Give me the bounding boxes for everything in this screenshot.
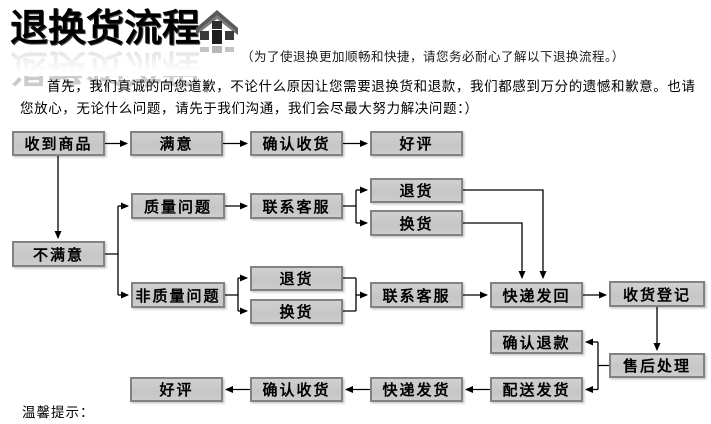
intro-paragraph: 首先，我们真诚的向您道歉，不论什么原因让您需要退换货和退款，我们都感到万分的遗憾… [20,79,696,117]
house-icon [196,10,238,53]
flow-node-confirm-receipt-top: 确认收货 [250,131,343,156]
reflection-fade [10,50,240,76]
header-subtitle: （为了使退换更加顺畅和快捷，请您务必耐心了解以下退换流程。） [241,49,625,64]
flow-node-confirm-receipt-bottom: 确认收货 [250,377,343,402]
flow-node-express-shipping: 快递发货 [370,377,463,402]
tips-label: 温馨提示： [22,405,95,421]
flow-node-exchange-nonquality: 换货 [250,299,343,324]
flow-node-receipt-registration: 收货登记 [609,281,705,307]
flow-node-express-return: 快递发回 [490,282,583,308]
flow-node-satisfied: 满意 [130,131,223,156]
flow-node-quality-issue: 质量问题 [131,193,225,219]
flow-node-unsatisfied: 不满意 [12,241,105,267]
flow-node-contact-cs-quality: 联系客服 [250,193,343,219]
flow-node-good-review-top: 好评 [370,131,463,156]
flow-node-good-review-bottom: 好评 [130,377,223,402]
flow-node-return-nonquality: 退货 [250,266,343,291]
flow-node-non-quality-issue: 非质量问题 [131,282,225,308]
page-title: 退换货流程 [10,6,201,50]
header: 退换货流程 退换货流程 [10,6,240,90]
flow-node-dispatch-shipping: 配送发货 [490,377,583,402]
flow-node-return-quality: 退货 [370,178,463,203]
flow-node-received: 收到商品 [12,131,105,156]
flow-node-after-sales: 售后处理 [609,353,705,378]
flow-node-exchange-quality: 换货 [370,210,463,236]
flow-node-contact-cs-nonquality: 联系客服 [370,282,463,308]
flow-node-confirm-refund: 确认退款 [490,330,583,354]
